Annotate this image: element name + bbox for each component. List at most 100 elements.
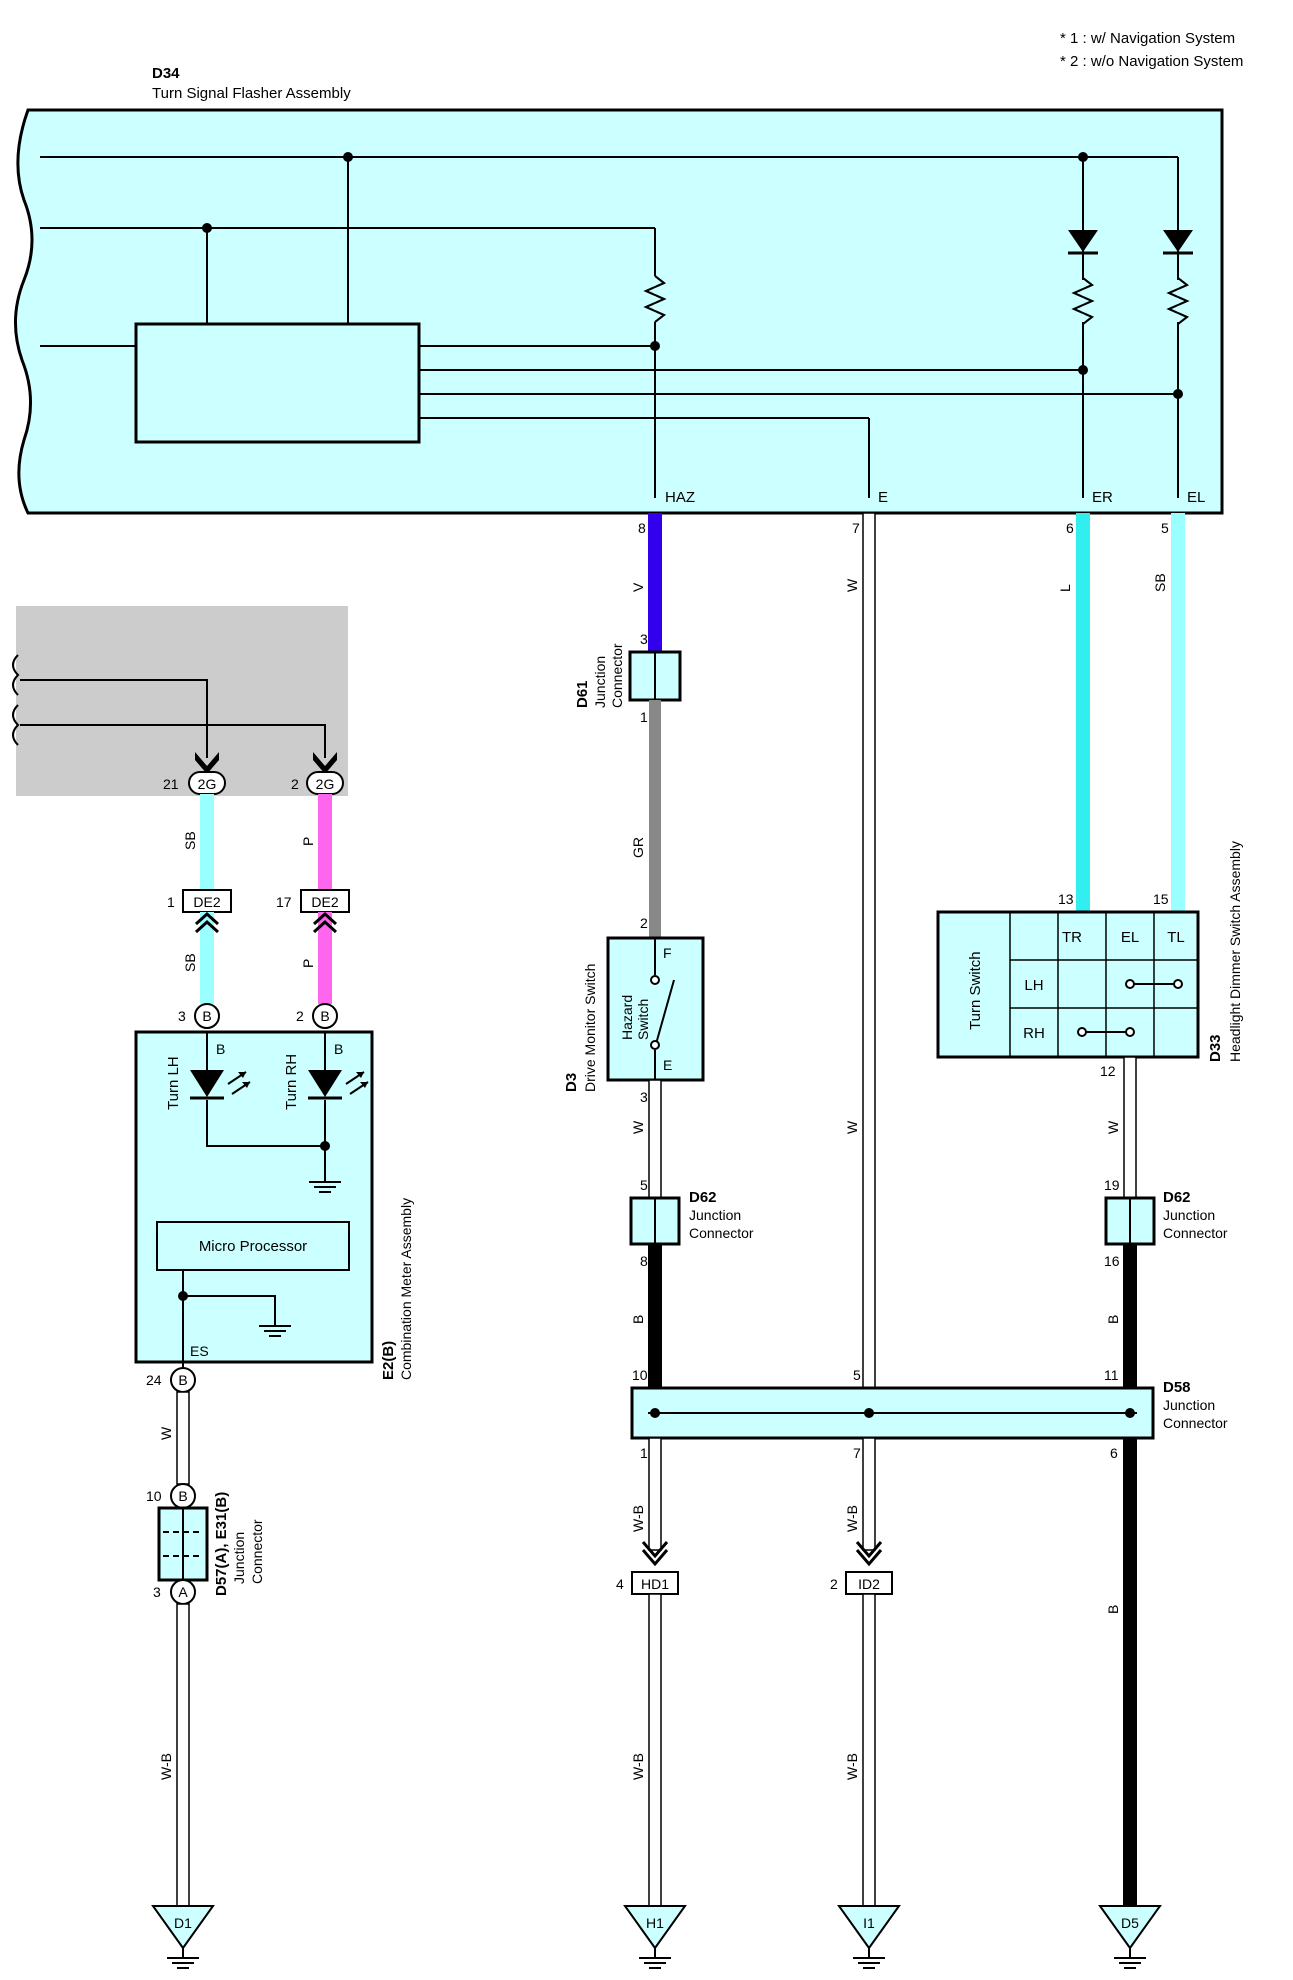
d58-pin-bottom-2: 7 [853,1445,861,1461]
d33-code: D33 [1207,1034,1224,1062]
d57-pin-bottom: 3 [153,1584,161,1600]
ground-h1-icon [623,1905,687,1969]
wire-p-top-label: P [300,837,316,846]
combination-meter [134,1030,374,1364]
wire-wb-id2-label: W-B [844,1505,860,1532]
wire-b-right-label: B [1105,1315,1121,1324]
ground-d1-label: D1 [174,1915,192,1931]
d62-right-pin-top: 19 [1104,1177,1120,1193]
d58-pin-bottom-3: 6 [1110,1445,1118,1461]
meter-rh-b-inner: B [334,1041,343,1057]
shaded-wires [12,654,326,758]
meter-lh-b-inner: B [216,1041,225,1057]
wire-wb-d1-label: W-B [158,1753,174,1780]
d62-left-label-2: Connector [689,1225,754,1241]
d3-pin-top: 2 [640,915,648,931]
meter-pin-rh: 2 [296,1008,304,1024]
d33-pin-tr: 13 [1058,891,1074,907]
wire-b-right-label-2: B [1105,1605,1121,1614]
connector-de2-a-label: DE2 [193,894,220,910]
d62-left-pin-bottom: 8 [640,1253,648,1269]
connector-de2-b-pin: 17 [276,894,292,910]
d58-label-1: Junction [1163,1397,1215,1413]
id2-label: ID2 [858,1576,880,1592]
d62-left-pin-top: 5 [640,1177,648,1193]
d3-pin-bottom: 3 [640,1089,648,1105]
ground-d1-icon [151,1905,215,1969]
connector-2g-b-pin: 2 [291,776,299,792]
wire-gr-label: GR [630,837,646,858]
d33-col-tr: TR [1062,929,1082,946]
micro-processor-label: Micro Processor [199,1238,307,1255]
meter-code: E2(B) [380,1341,397,1380]
meter-leds [190,1032,369,1172]
flasher-ic [134,322,421,444]
diode-er [1068,230,1098,255]
meter-name: Combination Meter Assembly [398,1198,414,1380]
ground-d5-label: D5 [1121,1915,1139,1931]
d3-e: E [663,1057,672,1073]
d62-right-label-2: Connector [1163,1225,1228,1241]
connector-2g-a-label: 2G [198,776,217,792]
d61-label-2: Connector [609,643,625,708]
wire-w-d3-label: W [630,1120,646,1134]
micro-processor [156,1221,350,1271]
d57-label-2: Connector [249,1519,265,1584]
d33-col-tl: TL [1167,929,1185,946]
meter-lh-b: B [202,1008,211,1024]
d61-pin-top: 3 [640,631,648,647]
pin-er: 6 [1066,520,1074,536]
d3-name: Drive Monitor Switch [582,964,598,1092]
d3-f: F [663,945,672,961]
flasher-internal-wires [40,156,1190,498]
connector-meter-rh [312,1003,338,1029]
flasher-code: D34 [152,65,180,82]
meter-rh-b: B [320,1008,329,1024]
ground-h1-label: H1 [646,1915,664,1931]
d33-side-label: Turn Switch [967,951,984,1030]
wire-wb-hd1-label: W-B [630,1505,646,1532]
connector-meter-lh [194,1003,220,1029]
wire-wb-h1 [648,1593,662,1907]
hd1-label: HD1 [641,1576,669,1592]
note-2: * 2 : w/o Navigation System [1060,53,1243,70]
d62-right-code: D62 [1163,1189,1191,1206]
wire-v-label: V [630,582,646,592]
d62-left-code: D62 [689,1189,717,1206]
wire-wb-id2 [855,1437,883,1567]
pin-haz: 8 [638,520,646,536]
connector-2g-b-label: 2G [316,776,335,792]
shaded-region [16,606,348,796]
d33-col-el: EL [1121,929,1139,946]
d61-label-1: Junction [592,656,608,708]
terminal-haz: HAZ [665,489,695,506]
ground-d5-icon [1098,1905,1162,1969]
flasher-name: Turn Signal Flasher Assembly [152,85,351,102]
wire-wb-h1-label: W-B [630,1753,646,1780]
d58-code: D58 [1163,1379,1191,1396]
wire-w-meter [176,1391,190,1485]
id2-pin: 2 [830,1576,838,1592]
flasher-box [14,108,1224,515]
d3-inner-2: Switch [635,999,651,1040]
d33-row-rh: RH [1023,1025,1045,1042]
wire-sb-lh-top-label: SB [182,831,198,850]
terminal-e: E [878,489,888,506]
d61-code: D61 [574,680,591,708]
d58-pin-top-1: 10 [632,1367,648,1383]
wire-wb-i1 [862,1593,876,1907]
d33-pin-out: 12 [1100,1063,1116,1079]
d33-switch [936,910,1200,1059]
wire-w-meter-label: W [158,1426,174,1440]
terminal-er: ER [1092,489,1113,506]
ground-i1-icon [837,1905,901,1969]
d58-pin-top-2: 5 [853,1367,861,1383]
pin-e: 7 [852,520,860,536]
meter-pin-lh: 3 [178,1008,186,1024]
d62-right-label-1: Junction [1163,1207,1215,1223]
ground-i1-label: I1 [863,1915,875,1931]
d58-label-2: Connector [1163,1415,1228,1431]
connector-de2-a-pin: 1 [167,894,175,910]
d33-pin-tl: 15 [1153,891,1169,907]
